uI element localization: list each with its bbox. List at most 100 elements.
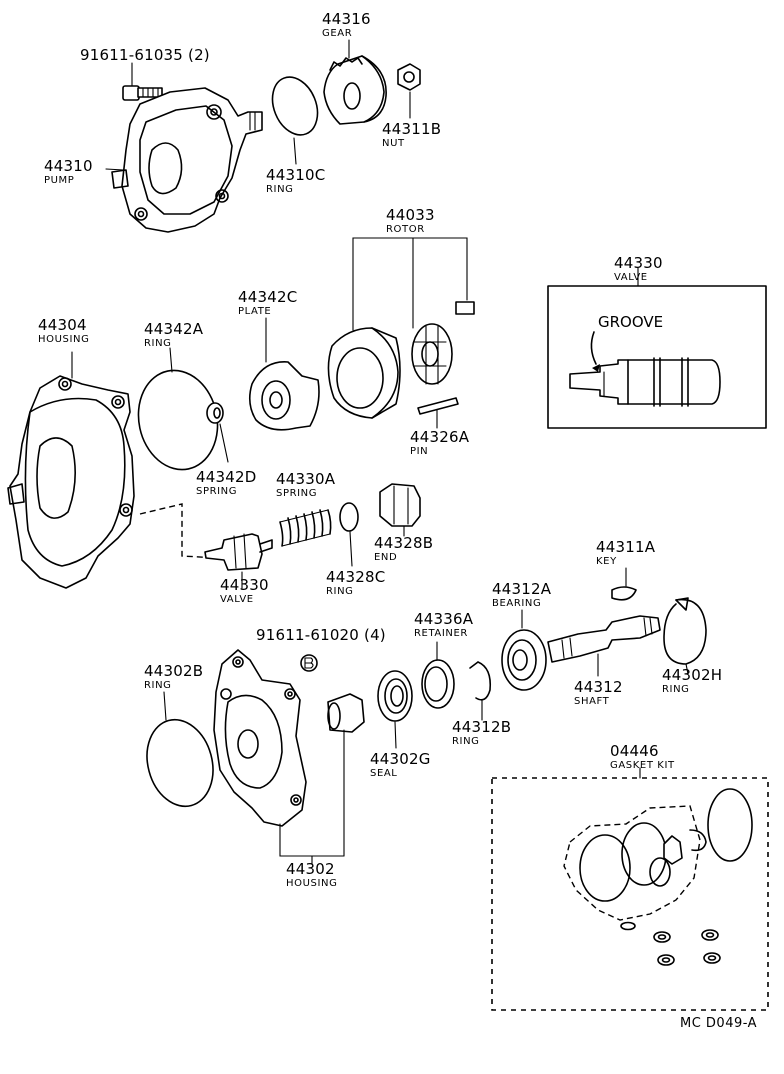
ring-44310c — [271, 76, 319, 136]
part-number: 44311A — [596, 538, 656, 556]
retainer-44336a — [421, 641, 455, 709]
part-number: 44311B — [382, 120, 442, 138]
part-number: 44302G — [370, 750, 431, 768]
key-44311a — [611, 586, 637, 601]
part-name: SEAL — [370, 768, 398, 779]
callout-44312-shaft: 44312 SHAFT — [574, 678, 623, 707]
callout-44312a-bearing: 44312A BEARING — [492, 580, 551, 609]
gear-44316 — [323, 39, 387, 125]
part-name: RING — [452, 736, 480, 747]
part-name: KEY — [596, 556, 617, 567]
diagram-code: MC D049-A — [680, 1016, 758, 1031]
part-number: 44330 — [220, 576, 269, 594]
rotor-44033 — [327, 237, 475, 429]
part-name: RING — [144, 338, 172, 349]
part-name: SPRING — [196, 486, 238, 497]
part-number: 44342C — [238, 288, 298, 306]
part-number: 44342D — [196, 468, 257, 486]
ring-44328c — [339, 502, 359, 532]
bushing — [327, 693, 365, 857]
part-number: 44310C — [266, 166, 326, 184]
callout-04446-gasket-kit: 04446 GASKET KIT — [610, 742, 675, 771]
callout-44302h-ring: 44302H RING — [662, 666, 722, 695]
callout-44310c-ring: 44310C RING — [266, 166, 325, 195]
part-number: 44302H — [662, 666, 723, 684]
part-number: 44342A — [144, 320, 204, 338]
part-number: 44328B — [374, 534, 434, 552]
shaft-44312 — [547, 615, 661, 677]
part-name: BEARING — [492, 598, 542, 609]
part-name: PIN — [410, 446, 429, 457]
callout-44342a-ring: 44342A RING — [144, 320, 203, 349]
part-number: 44336A — [414, 610, 474, 628]
callout-44033-rotor: 44033 ROTOR — [386, 206, 435, 235]
part-name: RING — [326, 586, 354, 597]
part-name: VALVE — [614, 272, 648, 283]
gasket-kit-04446 — [491, 767, 769, 1011]
part-name: PUMP — [44, 175, 75, 186]
callout-44311b-nut: 44311B NUT — [382, 120, 441, 149]
ring-44302b — [146, 718, 214, 808]
groove-label: GROOVE — [598, 313, 664, 331]
valve-detail-box — [547, 267, 767, 429]
callout-44326a-pin: 44326A PIN — [410, 428, 469, 457]
callout-44336a-retainer: 44336A RETAINER — [414, 610, 473, 639]
callout-44330-valve-mid: 44330 VALVE — [220, 576, 269, 605]
part-name: END — [374, 552, 398, 563]
callout-44328c-ring: 44328C RING — [326, 568, 385, 597]
callout-44310-pump: 44310 PUMP — [44, 157, 93, 186]
part-number: 44330A — [276, 470, 336, 488]
part-number: 44326A — [410, 428, 470, 446]
reference-b-marker — [300, 654, 318, 672]
ring-44312b — [469, 661, 492, 701]
part-name: PLATE — [238, 306, 272, 317]
part-name: GASKET KIT — [610, 760, 675, 771]
part-number: 44312A — [492, 580, 552, 598]
callout-44302g-seal: 44302G SEAL — [370, 750, 431, 779]
part-number: 44033 — [386, 206, 435, 224]
nut-44311b — [397, 63, 421, 119]
part-name: VALVE — [220, 594, 254, 605]
part-name: GEAR — [322, 28, 353, 39]
part-number: 44304 — [38, 316, 87, 334]
part-number: 91611-61020 (4) — [256, 626, 386, 644]
part-name: NUT — [382, 138, 405, 149]
part-number: 44310 — [44, 157, 93, 175]
part-name: HOUSING — [38, 334, 90, 345]
part-name: HOUSING — [286, 878, 338, 889]
pump-44310 — [105, 87, 263, 233]
part-number: 44312B — [452, 718, 512, 736]
part-name: RING — [266, 184, 294, 195]
callout-44342d-spring: 44342D SPRING — [196, 468, 256, 497]
callout-91611-61020: 91611-61020 (4) — [256, 626, 386, 644]
part-name: RING — [662, 684, 690, 695]
plate-44342c — [248, 317, 320, 431]
callout-44304-housing: 44304 HOUSING — [38, 316, 89, 345]
callout-44316-gear: 44316 GEAR — [322, 10, 371, 39]
callout-44302b-ring: 44302B RING — [144, 662, 203, 691]
callout-44330-valve-top: 44330 VALVE — [614, 254, 663, 283]
callout-44311a-key: 44311A KEY — [596, 538, 655, 567]
housing-44304 — [7, 351, 219, 589]
spring-44330a — [279, 509, 332, 547]
part-number: 44312 — [574, 678, 623, 696]
bolt-91611-61035 — [122, 62, 163, 101]
part-number: 91611-61035 (2) — [80, 46, 210, 64]
part-name: RING — [144, 680, 172, 691]
part-number: 44330 — [614, 254, 663, 272]
part-number: 44302 — [286, 860, 335, 878]
part-name: ROTOR — [386, 224, 425, 235]
part-number: 44328C — [326, 568, 386, 586]
callout-44302-housing: 44302 HOUSING — [286, 860, 337, 889]
part-name: SPRING — [276, 488, 318, 499]
valve-44330-mid — [204, 533, 273, 589]
part-name: SHAFT — [574, 696, 610, 707]
spring-44342d — [206, 402, 229, 463]
part-number: 44316 — [322, 10, 371, 28]
housing-44302 — [213, 649, 345, 865]
callout-44328b-end: 44328B END — [374, 534, 433, 563]
callout-44342c-plate: 44342C PLATE — [238, 288, 297, 317]
part-number: 44302B — [144, 662, 204, 680]
seal-44302g — [377, 670, 413, 749]
